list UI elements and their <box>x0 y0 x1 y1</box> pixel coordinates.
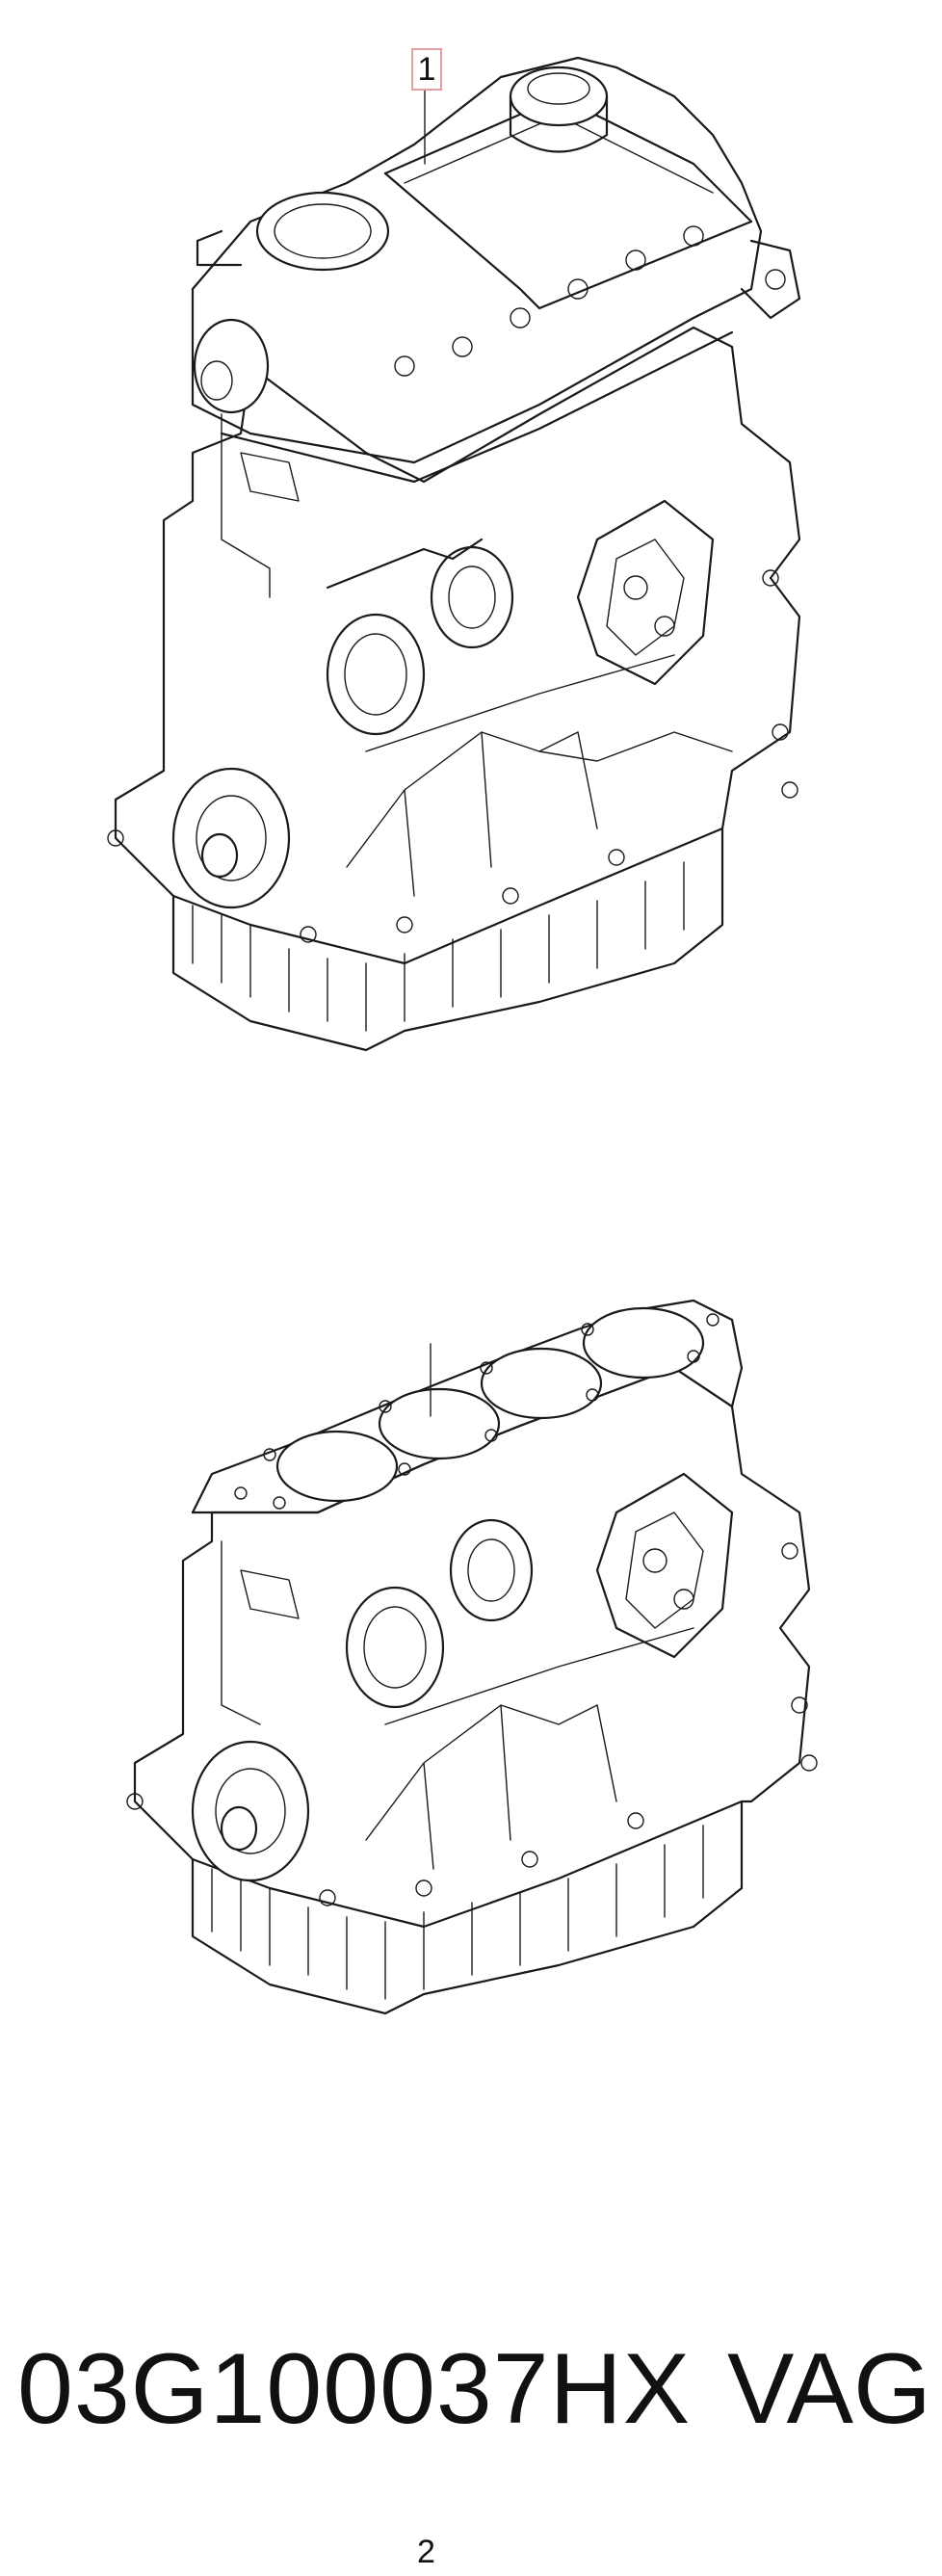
callout-label-2: 2 <box>417 2534 435 2570</box>
short-block-illustration <box>126 1299 818 2015</box>
callout-label-1: 1 <box>411 48 442 91</box>
brand-name: VAG <box>727 2333 931 2445</box>
part-number: 03G100037HX <box>17 2333 692 2445</box>
engine-assembly-illustration <box>107 56 801 1052</box>
part-info-footer: 03G100037HX VAG <box>0 2331 942 2447</box>
engine-assembly-drawing: 1 <box>0 0 942 1079</box>
short-block-drawing: 2 <box>0 1223 942 2568</box>
